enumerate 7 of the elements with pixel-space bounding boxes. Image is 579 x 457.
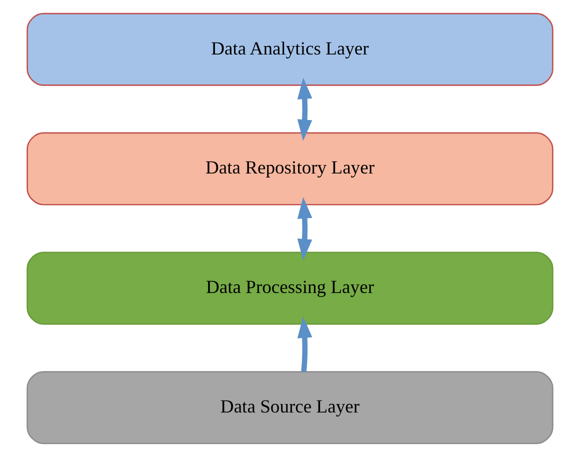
arrow (296, 78, 312, 141)
node-box: Data Repository Layer (26, 132, 553, 206)
arrow (296, 316, 312, 372)
node-box: Data Processing Layer (26, 252, 553, 325)
node-box: Data Source Layer (26, 371, 553, 444)
arrow (296, 197, 312, 260)
node-box: Data Analytics Layer (26, 12, 553, 86)
